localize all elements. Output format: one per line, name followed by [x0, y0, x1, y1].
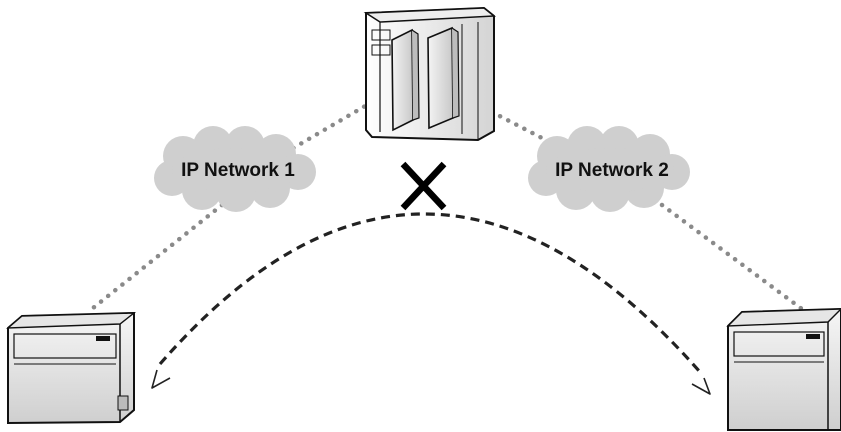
- main-pbx-cabinet-icon: [363, 6, 497, 142]
- ip-network-1-label: IP Network 1: [181, 160, 295, 181]
- ip-network-2-label: IP Network 2: [555, 160, 669, 181]
- card-slot: [391, 28, 414, 132]
- link-network-1-to-left-pbx: [85, 202, 225, 315]
- link-main-to-network-1: [287, 99, 375, 153]
- cloud-icon: [154, 126, 316, 212]
- network-links: [85, 99, 809, 315]
- remote-pbx-left-icon: [6, 311, 137, 425]
- blocked-direct-path: [151, 212, 711, 395]
- ip-network-1-cloud: IP Network 1: [154, 126, 316, 212]
- arrowhead-left-icon: [151, 369, 171, 389]
- link-network-2-to-right-pbx: [659, 202, 809, 315]
- cloud-icon: [528, 126, 690, 212]
- dashed-arc: [158, 212, 702, 374]
- cross-icon: [400, 161, 447, 211]
- card-slot: [427, 26, 454, 130]
- remote-pbx-right-icon: [726, 307, 841, 431]
- ip-network-2-cloud: IP Network 2: [528, 126, 690, 212]
- arrowhead-right-icon: [691, 377, 711, 395]
